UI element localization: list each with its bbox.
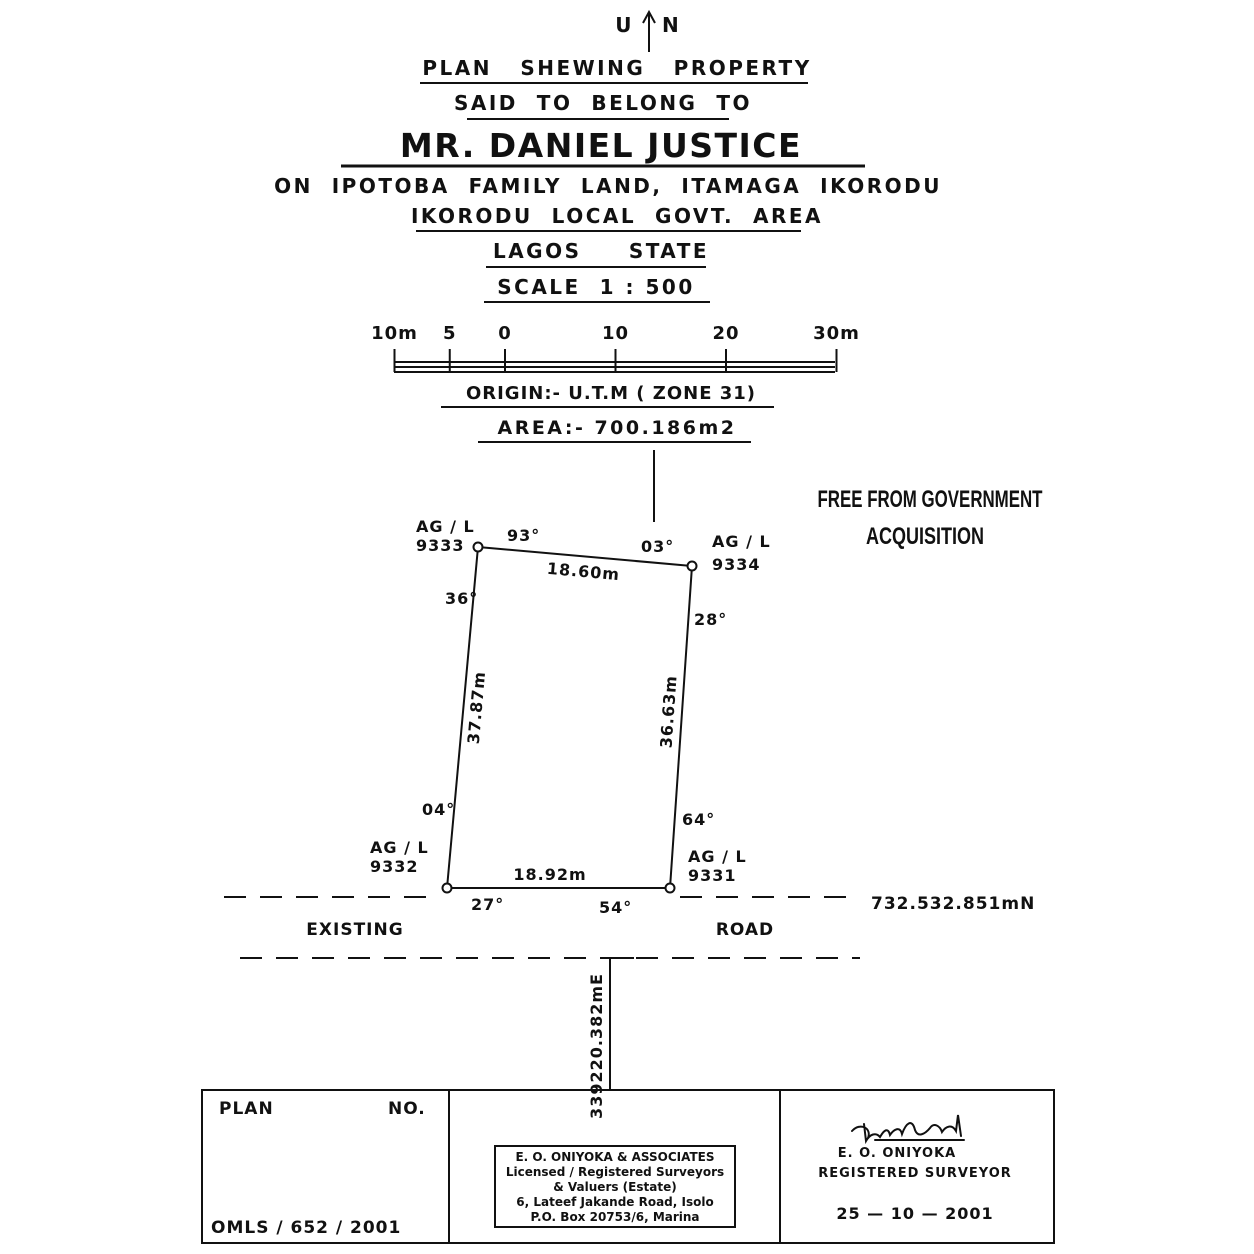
free-acquisition-note: FREE FROM GOVERNMENT ACQUISITION xyxy=(818,486,1043,550)
title-block: PLAN SHEWING PROPERTY SAID TO BELONG TO … xyxy=(274,56,942,303)
road-label-right: ROAD xyxy=(716,920,774,940)
surveyor-name: E. O. ONIYOKA xyxy=(838,1146,956,1161)
angle-label: 27° xyxy=(471,895,504,914)
area-label: AREA:- 700.186m2 xyxy=(497,417,736,439)
easting-leader-line xyxy=(609,957,634,1090)
scale-bar: 10m 5 0 10 20 30m xyxy=(371,323,860,373)
free-note-line-1: FREE FROM GOVERNMENT xyxy=(818,486,1043,513)
title-line-6: LAGOS STATE xyxy=(493,239,709,263)
angle-label: 36° xyxy=(445,589,478,608)
beacon-9334-icon xyxy=(686,560,698,572)
title-line-4: ON IPOTOBA FAMILY LAND, ITAMAGA IKORODU xyxy=(274,174,942,198)
north-arrow-head-icon xyxy=(642,9,656,24)
scale-bar-tick-label: 20 xyxy=(712,323,739,344)
angle-label: 04° xyxy=(422,800,455,819)
south-boundary-length: 18.92m xyxy=(513,865,586,884)
footer: PLAN NO. OMLS / 652 / 2001 E. O. ONIYOKA… xyxy=(201,1089,1055,1244)
scale-bar-tick-label: 5 xyxy=(443,323,457,344)
firm-stamp-box xyxy=(494,1145,736,1228)
beacon-9332-label-2: 9332 xyxy=(370,857,419,876)
plan-date: 25 — 10 — 2001 xyxy=(836,1204,993,1223)
beacon-9334-label-1: AG / L xyxy=(712,532,771,551)
firm-line-3: & Valuers (Estate) xyxy=(553,1180,676,1194)
firm-line-2: Licensed / Registered Surveyors xyxy=(506,1165,724,1179)
parcel: AG / L 9333 AG / L 9334 AG / L 9331 AG /… xyxy=(370,517,771,917)
beacon-9332-icon xyxy=(441,882,453,894)
angle-label: 28° xyxy=(694,610,727,629)
east-boundary-length: 36.63m xyxy=(656,674,680,748)
beacon-9331-label-2: 9331 xyxy=(688,866,737,885)
beacon-9334-label-2: 9334 xyxy=(712,555,761,574)
signature-icon xyxy=(851,1114,965,1145)
beacon-9333-icon xyxy=(472,541,484,553)
beacon-9333-label-1: AG / L xyxy=(416,517,475,536)
north-arrow-left-letter: U xyxy=(615,13,634,37)
scale-bar-tick-label: 0 xyxy=(498,323,512,344)
north-boundary-length: 18.60m xyxy=(546,559,621,584)
scale-bar-tick-label: 10 xyxy=(602,323,629,344)
beacon-9331-icon xyxy=(664,882,676,894)
surveyor-title: REGISTERED SURVEYOR xyxy=(818,1166,1012,1181)
beacon-9332-label-1: AG / L xyxy=(370,838,429,857)
angle-label: 54° xyxy=(599,898,632,917)
angle-label: 93° xyxy=(507,526,540,545)
owner-name: MR. DANIEL JUSTICE xyxy=(400,126,802,165)
north-arrow: U N xyxy=(615,9,681,52)
easting-leader: 339220.382mE xyxy=(587,957,634,1119)
no-label: NO. xyxy=(388,1099,426,1119)
origin-label: ORIGIN:- U.T.M ( ZONE 31) xyxy=(466,383,756,404)
firm-line-4: 6, Lateef Jakande Road, Isolo xyxy=(516,1195,713,1209)
origin-area-block: ORIGIN:- U.T.M ( ZONE 31) AREA:- 700.186… xyxy=(441,383,774,522)
angle-label: 64° xyxy=(682,810,715,829)
firm-name: E. O. ONIYOKA & ASSOCIATES xyxy=(515,1150,714,1164)
title-line-2: SAID TO BELONG TO xyxy=(454,91,752,115)
title-line-5: IKORODU LOCAL GOVT. AREA xyxy=(411,204,823,228)
firm-line-5: P.O. Box 20753/6, Marina xyxy=(530,1210,699,1224)
existing-road: EXISTING ROAD 732.532.851mN xyxy=(224,894,1035,959)
angle-label: 03° xyxy=(641,537,674,556)
road-label-left: EXISTING xyxy=(306,920,403,940)
north-arrow-right-letter: N xyxy=(662,13,681,37)
scale-bar-tick-label: 30m xyxy=(813,323,860,344)
plan-number: OMLS / 652 / 2001 xyxy=(211,1218,401,1238)
beacon-9333-label-2: 9333 xyxy=(416,536,465,555)
free-note-line-2: ACQUISITION xyxy=(866,523,984,550)
easting-coordinate: 339220.382mE xyxy=(587,973,606,1119)
plan-label: PLAN xyxy=(219,1099,274,1119)
northing-coordinate: 732.532.851mN xyxy=(871,894,1035,914)
footer-frame xyxy=(201,1089,1055,1244)
scale-label: SCALE 1 : 500 xyxy=(497,275,694,299)
west-boundary-length: 37.87m xyxy=(464,670,489,745)
beacon-9331-label-1: AG / L xyxy=(688,847,747,866)
scale-bar-tick-label: 10m xyxy=(371,323,418,344)
title-line-1: PLAN SHEWING PROPERTY xyxy=(422,56,811,80)
